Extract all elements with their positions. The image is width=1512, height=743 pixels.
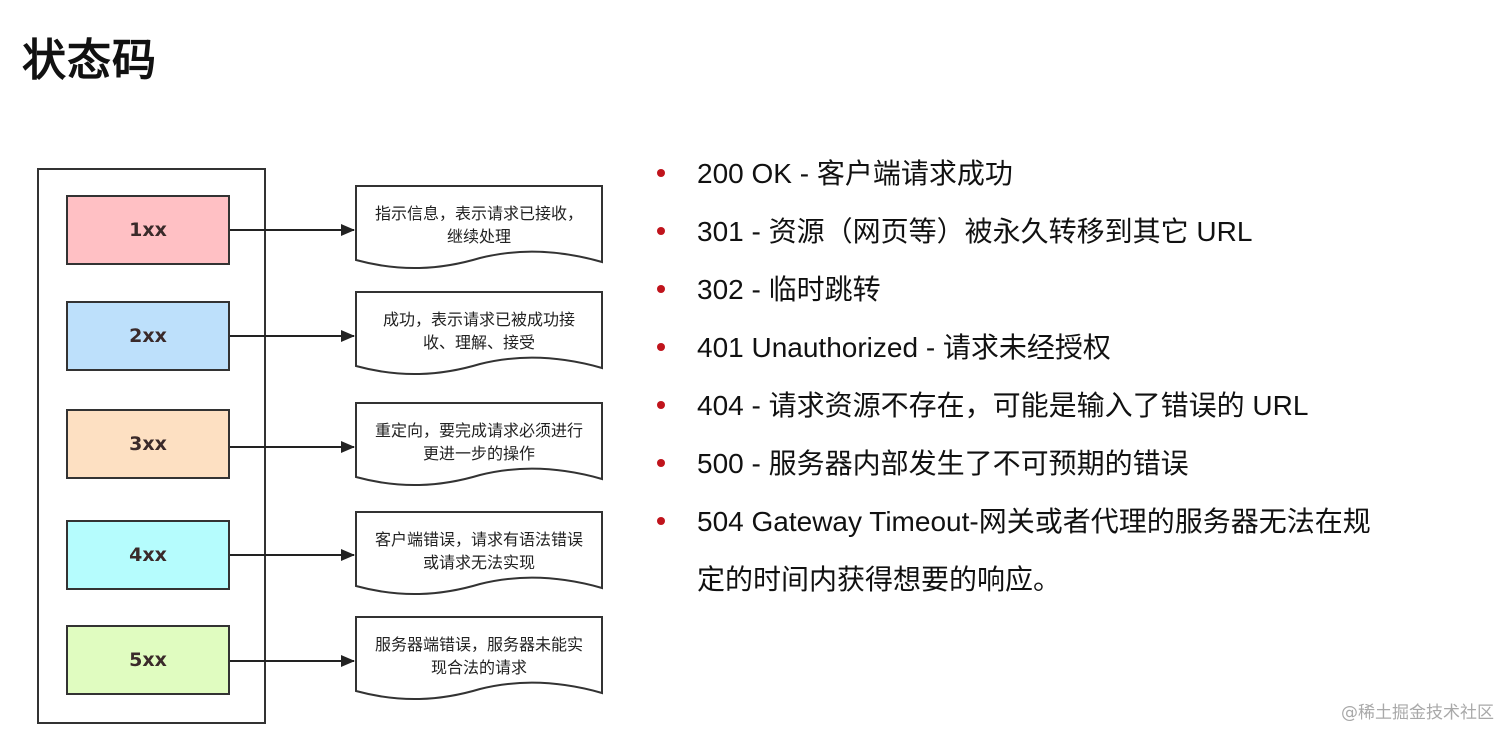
description-line: 现合法的请求: [430, 658, 527, 677]
description-line: 重定向，要完成请求必须进行: [374, 421, 583, 440]
watermark: @稀土掘金技术社区: [1341, 703, 1494, 723]
bullet-icon: [657, 343, 665, 351]
bullet-icon: [657, 227, 665, 235]
list-item: 504 Gateway Timeout-网关或者代理的服务器无法在规: [655, 493, 1495, 551]
description-2xx: 成功，表示请求已被成功接收、理解、接受: [356, 304, 602, 374]
description-line: 或请求无法实现: [422, 553, 535, 572]
description-3xx: 重定向，要完成请求必须进行更进一步的操作: [356, 415, 602, 485]
code-box-4xx: 4xx: [66, 520, 230, 590]
bullet-icon: [657, 517, 665, 525]
bullet-icon: [657, 459, 665, 467]
description-1xx: 指示信息，表示请求已接收， 继续处理: [356, 198, 602, 268]
description-line: 服务器端错误，服务器未能实: [374, 635, 583, 654]
description-line: 继续处理: [446, 227, 511, 246]
bullet-icon: [657, 401, 665, 409]
list-item: 200 OK - 客户端请求成功: [655, 145, 1495, 203]
code-box-3xx: 3xx: [66, 409, 230, 479]
list-item: 302 - 临时跳转: [655, 261, 1495, 319]
page-title: 状态码: [22, 35, 157, 86]
list-item: 404 - 请求资源不存在，可能是输入了错误的 URL: [655, 377, 1495, 435]
code-box-2xx: 2xx: [66, 301, 230, 371]
bullet-icon: [657, 169, 665, 177]
list-item-continuation: 定的时间内获得想要的响应。: [697, 564, 1062, 595]
code-box-1xx: 1xx: [66, 195, 230, 265]
description-4xx: 客户端错误，请求有语法错误或请求无法实现: [356, 524, 602, 594]
status-code-list: 200 OK - 客户端请求成功 301 - 资源（网页等）被永久转移到其它 U…: [655, 145, 1495, 609]
list-item: 401 Unauthorized - 请求未经授权: [655, 319, 1495, 377]
description-5xx: 服务器端错误，服务器未能实现合法的请求: [356, 629, 602, 699]
code-box-5xx: 5xx: [66, 625, 230, 695]
description-line: 收、理解、接受: [422, 333, 535, 352]
list-item: 500 - 服务器内部发生了不可预期的错误: [655, 435, 1495, 493]
list-item: 301 - 资源（网页等）被永久转移到其它 URL: [655, 203, 1495, 261]
bullet-icon: [657, 285, 665, 293]
description-line: 成功，表示请求已被成功接: [382, 310, 575, 329]
description-line: 客户端错误，请求有语法错误: [374, 530, 583, 549]
description-line: 指示信息，表示请求已接收，: [374, 204, 583, 223]
description-line: 更进一步的操作: [422, 444, 535, 463]
